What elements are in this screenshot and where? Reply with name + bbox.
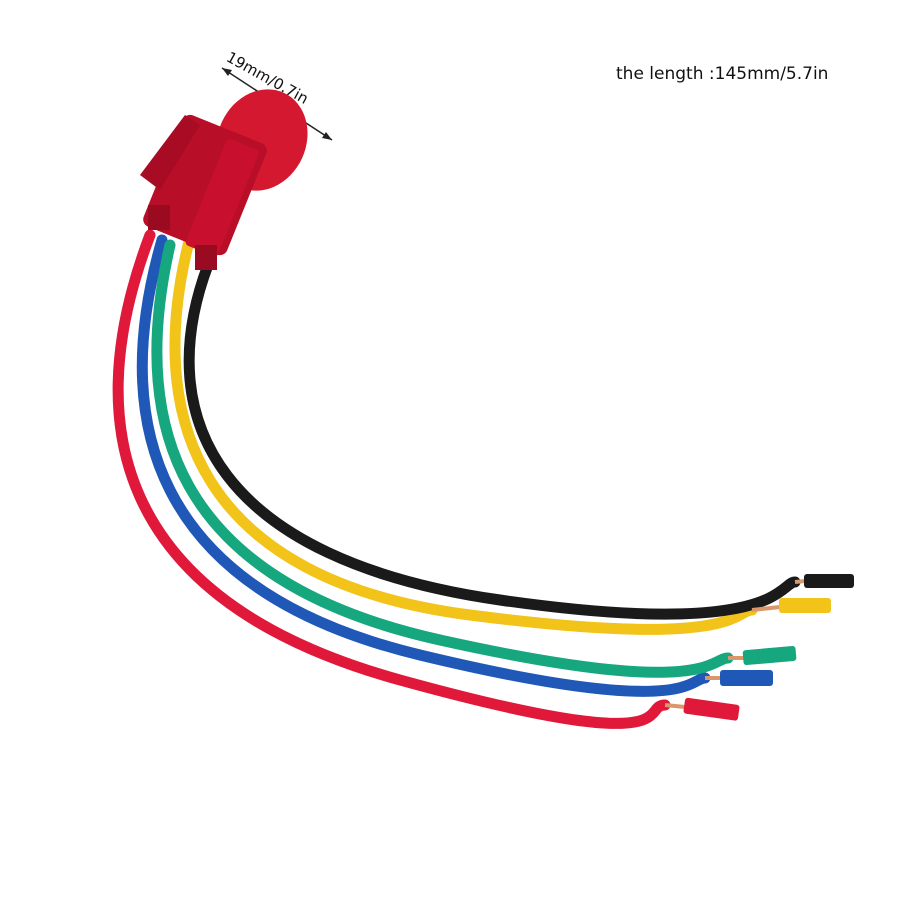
wires <box>112 224 801 729</box>
wire-green <box>151 239 734 678</box>
wire-black <box>183 259 801 620</box>
connector-housing <box>140 89 308 270</box>
length-label: the length :145mm/5.7in <box>616 64 829 84</box>
wire-blue <box>136 234 711 697</box>
wire-ends <box>664 574 854 721</box>
wire-red <box>112 229 671 729</box>
wire-yellow <box>169 224 758 635</box>
